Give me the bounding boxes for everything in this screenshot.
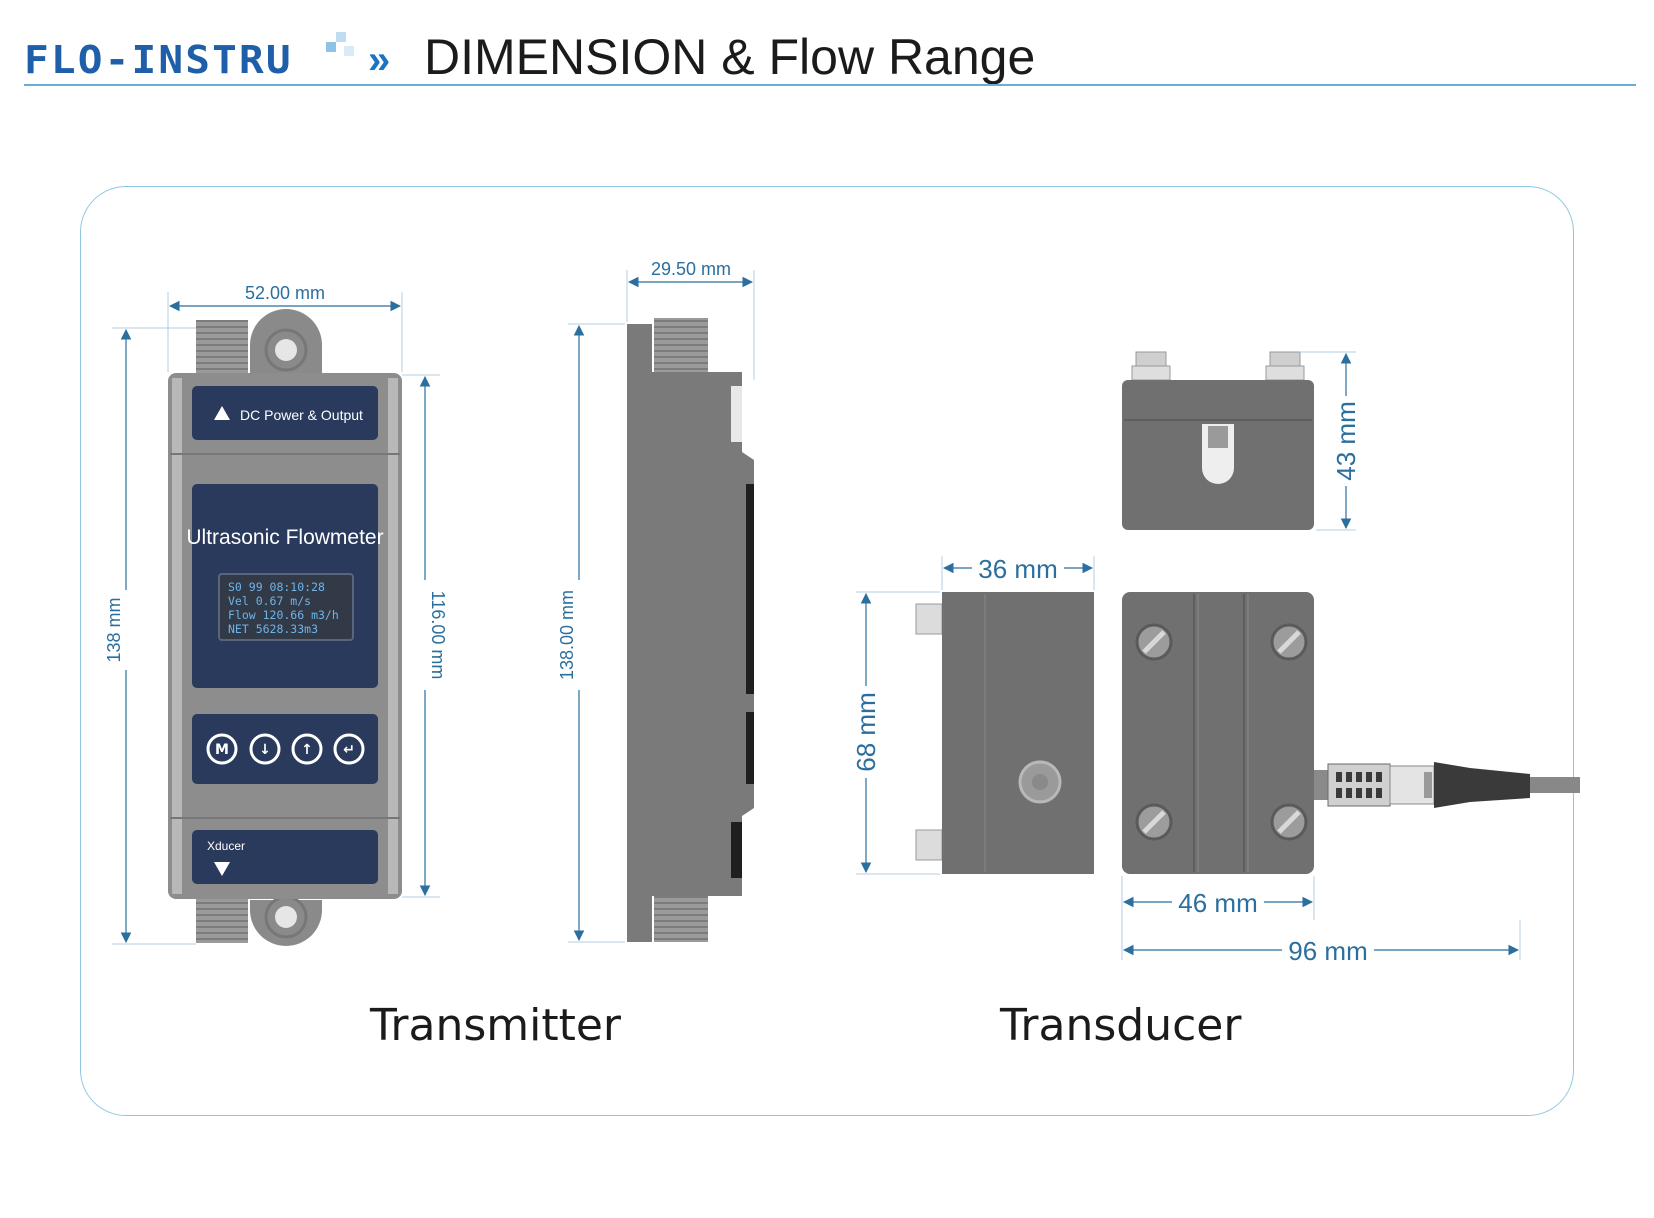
transmitter-front-view: DC Power & Output Ultrasonic Flowmeter S… [104, 283, 448, 946]
lcd-screen [218, 573, 354, 641]
cable-gland [654, 318, 708, 376]
lcd-line: NET 5628.33m3 [228, 622, 318, 636]
down-key-label: ↓ [259, 742, 271, 758]
transmitter-side-view: 29.50 mm 138.00 mm [557, 259, 755, 943]
transducer-side-block [942, 592, 1094, 874]
product-name: Ultrasonic Flowmeter [186, 526, 383, 549]
side-housing [627, 324, 754, 942]
screw-head [915, 603, 943, 635]
screw-head [915, 829, 943, 861]
side-depth-dimension: 29.50 mm [651, 259, 731, 279]
side-width-dimension: 36 mm [978, 554, 1057, 584]
height-dimension: 138 mm [104, 597, 124, 662]
down-key [249, 733, 281, 765]
lcd-line: S0 99 08:10:28 [228, 580, 325, 594]
transmitter-caption: Transmitter [370, 1000, 622, 1051]
logo-decoration [336, 32, 346, 42]
side-height-dimension: 138.00 mm [557, 590, 577, 680]
total-length-dimension: 96 mm [1288, 936, 1367, 966]
menu-key [206, 733, 238, 765]
keypad-panel [192, 714, 378, 784]
top-label-panel [192, 386, 378, 440]
lcd-readout: S0 99 08:10:28 Vel 0.67 m/s Flow 120.66 … [228, 580, 339, 636]
cable-gland [654, 896, 708, 942]
cable-connector [1314, 762, 1580, 808]
transducer-side-view: 36 mm 68 mm [851, 554, 1095, 875]
body-height-dimension: 116.00 mm [428, 591, 448, 680]
top-height-dimension: 43 mm [1331, 401, 1361, 480]
enter-key [333, 733, 365, 765]
chevron-right-icon: » [368, 38, 391, 82]
width-dimension: 52.00 mm [245, 283, 325, 303]
page-title: DIMENSION & Flow Range [424, 29, 1036, 85]
cable-gland [196, 320, 248, 375]
bottom-label-panel [192, 830, 378, 884]
cable-gland [196, 898, 248, 943]
lcd-line: Flow 120.66 m3/h [228, 608, 339, 622]
logo-text: FLO-INSTRU [24, 38, 293, 82]
signal-cable [1530, 777, 1580, 793]
transducer-top-view: 43 mm [1122, 351, 1361, 531]
side-height-dimension: 68 mm [851, 692, 881, 771]
mounting-screws [1135, 623, 1308, 841]
arrow-up-icon [214, 406, 230, 420]
transducer-caption: Transducer [1000, 1000, 1242, 1051]
brand-logo: FLO-INSTRU [24, 38, 293, 82]
enter-key-label: ↵ [343, 742, 355, 758]
logo-decoration [344, 46, 354, 56]
menu-key-label: M [215, 742, 229, 758]
logo-decoration [326, 42, 336, 52]
top-panel-label: DC Power & Output [240, 407, 363, 423]
body-width-dimension: 46 mm [1178, 888, 1257, 918]
header-divider [24, 84, 1636, 86]
up-key [291, 733, 323, 765]
transducer-front-view: 46 mm 96 mm [1121, 592, 1580, 966]
arrow-down-icon [214, 862, 230, 876]
up-key-label: ↑ [301, 742, 313, 758]
bottom-panel-label: Xducer [207, 839, 245, 853]
content-panel [80, 186, 1574, 1116]
transducer-front-block [1122, 592, 1314, 874]
page-header: FLO-INSTRU » DIMENSION & Flow Range [0, 0, 1654, 100]
lcd-line: Vel 0.67 m/s [228, 594, 311, 608]
